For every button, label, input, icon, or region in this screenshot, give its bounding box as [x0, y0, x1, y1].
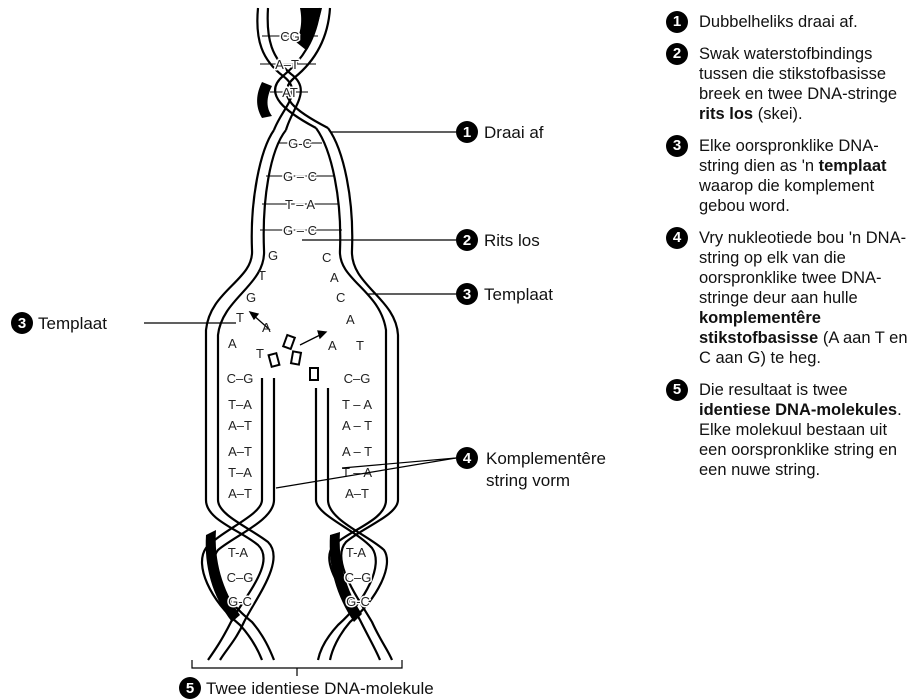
unzip-pair-labels: G-C G – C T – A G – C [260, 136, 342, 238]
svg-text:1: 1 [463, 124, 471, 141]
base-pair-label: T–A [228, 397, 252, 412]
step-item: 4 Vry nukleotiede bou 'n DNA-string op e… [666, 228, 908, 368]
base-pair-label: T – A [342, 397, 372, 412]
steps-list: 1 Dubbelheliks draai af. 2 Swak watersto… [666, 12, 908, 492]
base-label: T [256, 346, 264, 361]
base-pair-label: C–G [227, 570, 254, 585]
callout-label: Rits los [484, 231, 540, 250]
base-pair-label: A–T [228, 444, 252, 459]
base-label: G [246, 290, 256, 305]
base-pair-label: A–T [275, 57, 299, 72]
base-pair-label: G – C [283, 169, 317, 184]
base-pair-label: AT [282, 85, 298, 100]
base-pair-label: G-C [228, 594, 252, 609]
base-pair-label: T–A [228, 465, 252, 480]
callout-label: Twee identiese DNA-molekule [206, 679, 434, 698]
base-pair-label: T-A [228, 545, 249, 560]
base-pair-label: G-C [346, 594, 370, 609]
base-pair-label: C–G [345, 570, 372, 585]
base-pair-label: C–G [227, 371, 254, 386]
svg-text:4: 4 [463, 450, 472, 467]
base-label: A [330, 270, 339, 285]
free-nucleotides [269, 335, 318, 380]
callout-label: Templaat [38, 314, 107, 333]
molecules-bracket [192, 660, 402, 676]
base-label: A [346, 312, 355, 327]
step-item: 1 Dubbelheliks draai af. [666, 12, 908, 32]
callout-komplementere-string: 4 Komplementêre string vorm [276, 447, 606, 490]
step-text: Dubbelheliks draai af. [699, 12, 908, 32]
base-label: C [322, 250, 331, 265]
base-pair-label: T – A [285, 197, 315, 212]
callout-label: Draai af [484, 123, 544, 142]
base-label: C [336, 290, 345, 305]
left-new-pairs: C–G T–A A–T A–T T–A A–T [227, 371, 254, 501]
bottom-right-pair-labels: T-A C–G G-C [345, 545, 372, 609]
base-pair-label: A–T [228, 486, 252, 501]
svg-text:3: 3 [18, 315, 26, 332]
step-item: 2 Swak waterstofbindings tussen die stik… [666, 44, 908, 124]
base-pair-label: G-C [288, 136, 312, 151]
base-label: T [258, 268, 266, 283]
step-number-badge: 4 [666, 227, 688, 249]
base-label: A [328, 338, 337, 353]
callout-draai-af: 1 Draai af [330, 121, 544, 143]
left-template-bases: G T G T A A T [228, 248, 278, 361]
step-number-badge: 1 [666, 11, 688, 33]
step-number-badge: 5 [666, 379, 688, 401]
callout-label-line1: Komplementêre [486, 449, 606, 468]
step-number-badge: 2 [666, 43, 688, 65]
base-label: G [268, 248, 278, 263]
base-pair-label: A – T [342, 418, 372, 433]
base-pair-label: C–G [344, 371, 371, 386]
base-pair-label: A–T [228, 418, 252, 433]
base-pair-label: CG [280, 29, 300, 44]
callout-templaat-right: 3 Templaat [368, 283, 553, 305]
step-text: Die resultaat is twee identiese DNA-mole… [699, 380, 908, 480]
base-label: A [228, 336, 237, 351]
base-pair-label: A – T [342, 444, 372, 459]
step-text: Vry nukleotiede bou 'n DNA-string op elk… [699, 228, 908, 368]
callout-rits-los: 2 Rits los [302, 229, 540, 251]
base-pair-label: A–T [345, 486, 369, 501]
svg-text:5: 5 [186, 680, 194, 697]
base-pair-label: T-A [346, 545, 367, 560]
bottom-left-pair-labels: T-A C–G G-C [227, 545, 254, 609]
step-text: Elke oorspronklike DNA-string dien as 'n… [699, 136, 908, 216]
step-text: Swak waterstofbindings tussen die stikst… [699, 44, 908, 124]
callout-label-line2: string vorm [486, 471, 570, 490]
step-item: 3 Elke oorspronklike DNA-string dien as … [666, 136, 908, 216]
step-item: 5 Die resultaat is twee identiese DNA-mo… [666, 380, 908, 480]
callout-twee-molekule: 5 Twee identiese DNA-molekule [179, 677, 434, 699]
callout-label: Templaat [484, 285, 553, 304]
base-label: A [262, 320, 271, 335]
base-label: T [356, 338, 364, 353]
base-label: T [236, 310, 244, 325]
base-pair-label: G – C [283, 223, 317, 238]
svg-text:3: 3 [463, 286, 471, 303]
callout-templaat-left: 3 Templaat [11, 312, 236, 334]
svg-text:2: 2 [463, 232, 471, 249]
right-new-pairs: C–G T – A A – T A – T T – A A–T [342, 371, 372, 501]
step-number-badge: 3 [666, 135, 688, 157]
